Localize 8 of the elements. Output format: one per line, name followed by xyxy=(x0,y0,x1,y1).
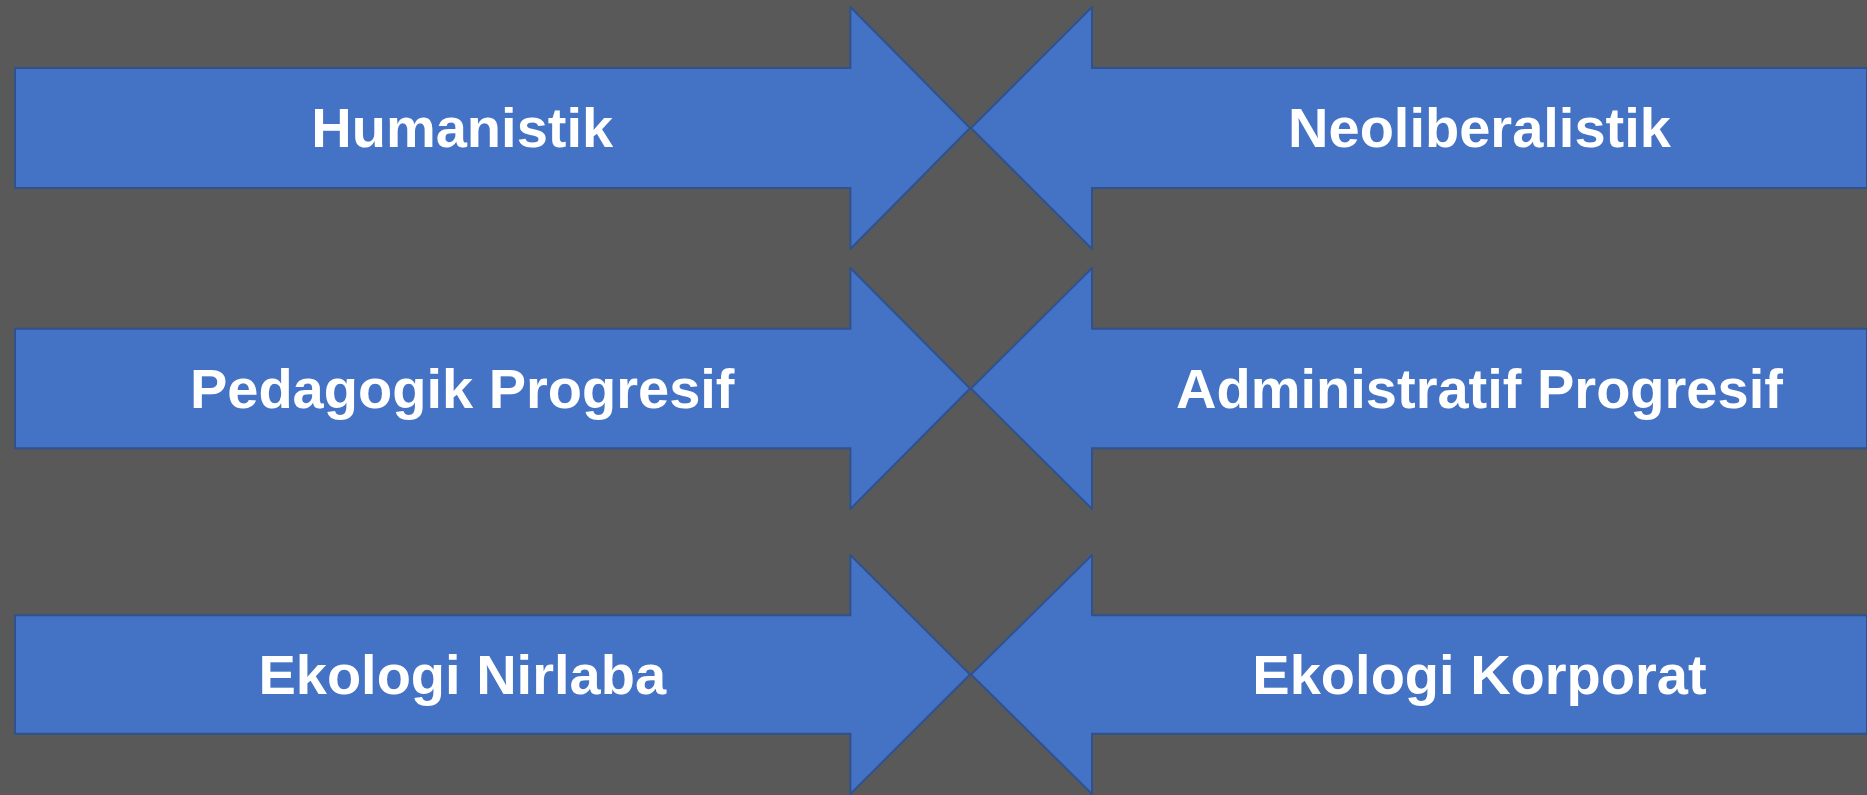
right-pointed-banner xyxy=(14,6,971,250)
left-pointed-banner xyxy=(970,267,1867,510)
right-pointed-banner xyxy=(14,554,971,795)
right-pointed-banner xyxy=(14,267,971,510)
arrow-text: Humanistik xyxy=(311,100,614,156)
arrow-text: Neoliberalistik xyxy=(1288,100,1671,156)
left-pointed-banner xyxy=(970,6,1867,250)
left-pointed-banner xyxy=(970,554,1867,795)
